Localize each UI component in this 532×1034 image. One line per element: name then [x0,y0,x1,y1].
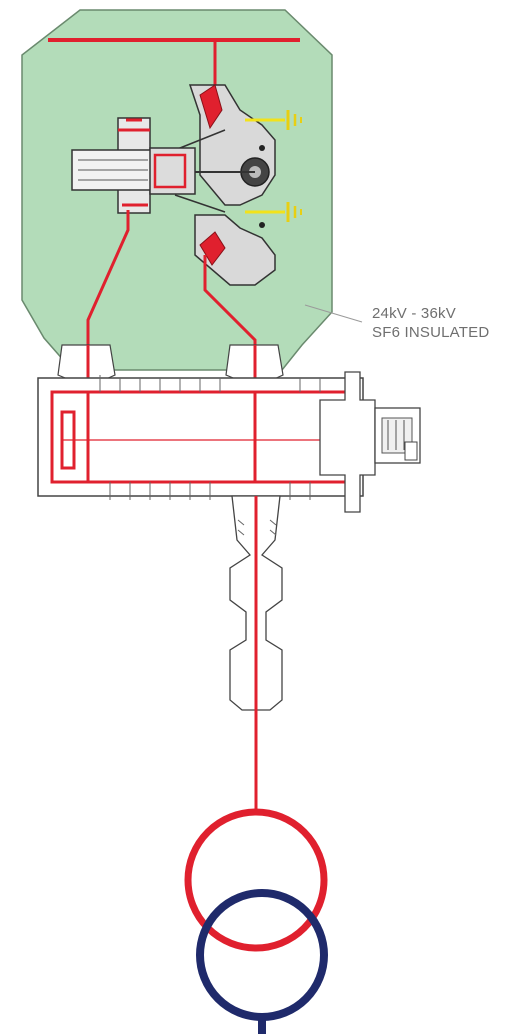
voltage-rating-label: 24kV - 36kV [372,305,456,322]
earth-symbol-upper [245,110,302,130]
insulation-type-label: SF6 INSULATED [372,324,490,341]
cable-housing [37,375,364,500]
transformer-secondary-winding [196,889,328,1021]
transformer-primary-winding [184,808,328,952]
cable-termination [229,495,283,720]
earth-symbol-lower [245,202,302,222]
label-leader-line [304,304,363,323]
cable-connector [319,371,421,513]
interrupter [71,117,196,214]
